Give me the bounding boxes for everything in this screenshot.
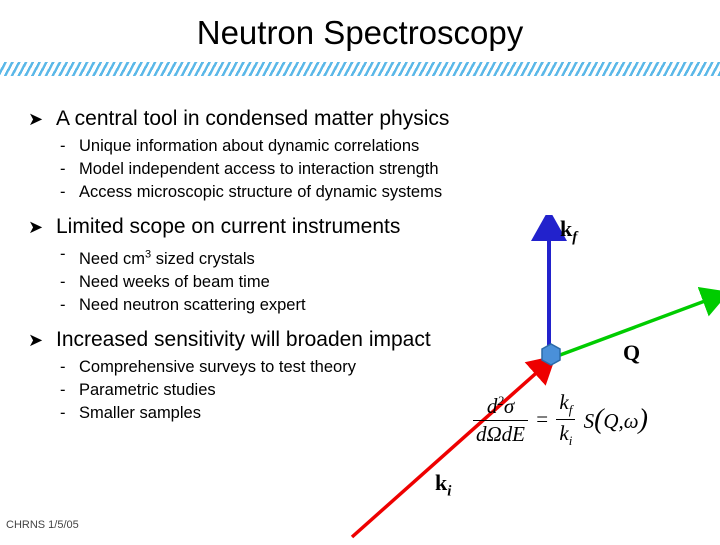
hatched-divider [0,62,720,76]
page-title: Neutron Spectroscopy [196,14,524,51]
dash-bullet-icon: - [60,357,66,376]
dash-bullet-icon: - [60,245,66,263]
bullet-level2-text: Unique information about dynamic correla… [79,137,420,155]
equals-sign: = [531,407,554,432]
bullet-level2: - Need weeks of beam time [22,271,562,294]
bullet-level2: - Parametric studies [22,379,562,402]
bullet-level2-text: Need cm3 sized crystals [79,248,255,268]
bullet-level2-text: Comprehensive surveys to test theory [79,357,356,376]
dash-bullet-icon: - [60,137,66,155]
q-arrow [551,286,720,360]
ki-label: ki [435,470,452,500]
lhs-numerator: d2σ [486,392,515,418]
footer-text: CHRNS 1/5/05 [6,519,79,531]
dash-bullet-icon: - [60,160,66,178]
bullet-block-3: ➤ Increased sensitivity will broaden imp… [22,326,562,425]
ki-arrow [350,355,557,539]
bullet-level2: - Smaller samples [22,402,562,425]
ki-subscript: i [447,483,452,500]
bullet-level2-text: Parametric studies [79,380,216,399]
cross-section-equation: d2σ dΩdE = kf ki S(Q,ω) [470,390,648,449]
bullet-level1: ➤ A central tool in condensed matter phy… [22,105,562,132]
bullet-level2-text: Access microscopic structure of dynamic … [79,183,443,201]
bullet-level2: - Need neutron scattering expert [22,294,562,317]
rhs-numerator: kf [559,390,573,418]
structure-factor: S(Q,ω) [578,403,648,435]
kf-subscript: f [572,229,578,246]
q-label: Q [623,340,641,365]
bullet-level1-text: Limited scope on current instruments [56,215,401,238]
dash-bullet-icon: - [60,403,66,422]
bullet-level2: - Access microscopic structure of dynami… [22,181,562,204]
bullet-level2-text: Need neutron scattering expert [79,295,306,314]
bullet-block-2: ➤ Limited scope on current instruments -… [22,213,562,317]
sample-hexagon-icon [541,343,561,366]
bullet-level1: ➤ Increased sensitivity will broaden imp… [22,326,562,353]
scattering-vectors-svg [350,209,720,539]
bullet-level2-text: Need weeks of beam time [79,272,270,291]
scattering-diagram: kf Q ki d2σ dΩdE = kf ki S(Q,ω) [330,209,720,540]
dash-bullet-icon: - [60,380,66,399]
bullet-level2: - Comprehensive surveys to test theory [22,356,562,379]
bullet-block-1: ➤ A central tool in condensed matter phy… [22,105,562,204]
dash-bullet-icon: - [60,183,66,201]
bullet-level2: - Unique information about dynamic corre… [22,135,562,158]
lhs-fraction: d2σ dΩdE [473,392,529,447]
bullet-level2: - Model independent access to interactio… [22,158,562,181]
arrow-bullet-icon: ➤ [28,109,44,130]
dash-bullet-icon: - [60,272,66,291]
kf-label: kf [560,216,578,246]
bullet-level2-text: Model independent access to interaction … [79,160,439,178]
bullet-level1-text: Increased sensitivity will broaden impac… [56,327,431,351]
arrow-bullet-icon: ➤ [28,329,44,351]
bullet-level1: ➤ Limited scope on current instruments [22,213,562,240]
bullet-level2-text: Smaller samples [79,403,201,422]
rhs-denominator: ki [556,419,576,449]
arrow-bullet-icon: ➤ [28,217,44,238]
content-body: ➤ A central tool in condensed matter phy… [22,105,562,434]
lhs-denominator: dΩdE [473,419,529,447]
dash-bullet-icon: - [60,295,66,314]
bullet-level2: - Need cm3 sized crystals [22,243,562,271]
bullet-level1-text: A central tool in condensed matter physi… [56,107,450,130]
rhs-fraction: kf ki [556,390,576,449]
